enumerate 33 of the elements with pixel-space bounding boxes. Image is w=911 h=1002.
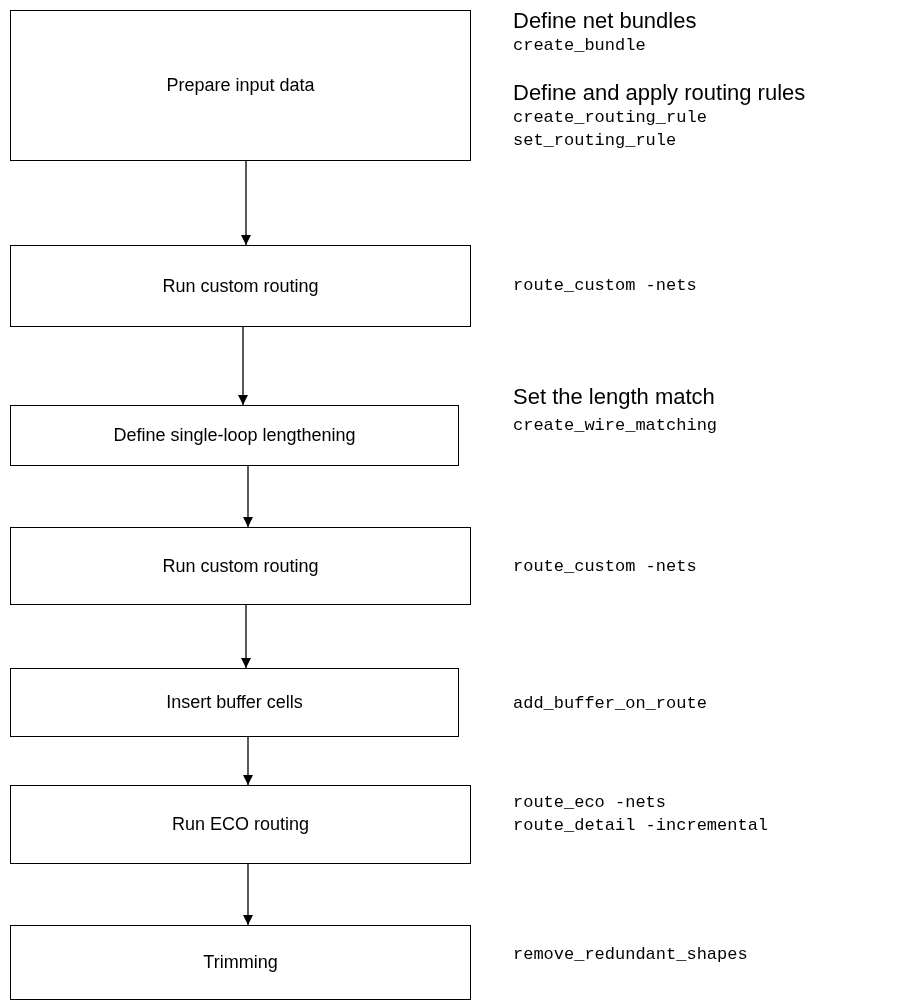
process-box: [10, 245, 471, 327]
process-box: [10, 925, 471, 1000]
command-text: route_custom -nets: [513, 276, 697, 295]
step-label: Run ECO routing: [171, 814, 310, 835]
process-box: [10, 785, 471, 864]
arrow: [241, 604, 251, 669]
step-label: Run custom routing: [162, 275, 319, 297]
command-text: remove_redundant_shapes: [513, 945, 748, 964]
step-label: Prepare input data: [166, 75, 315, 96]
arrow: [243, 863, 253, 926]
arrow: [238, 326, 248, 406]
process-box: [10, 405, 459, 466]
process-box: [10, 10, 471, 161]
step-label: Insert buffer cells: [166, 692, 303, 713]
command-text: create_bundle: [513, 36, 646, 55]
step-description: Define net bundles: [513, 8, 697, 34]
process-box: [10, 668, 459, 737]
step-label: Trimming: [203, 952, 278, 973]
step-description: Define and apply routing rules: [513, 80, 806, 106]
arrow: [243, 465, 253, 528]
command-text: create_wire_matching: [513, 416, 718, 435]
command-text: add_buffer_on_route: [513, 694, 707, 713]
command-text: route_detail -incremental: [513, 816, 769, 835]
process-box: [10, 527, 471, 605]
command-text: route_eco -nets: [513, 793, 667, 812]
step-label: Run custom routing: [162, 555, 319, 577]
command-text: create_routing_rule: [513, 108, 707, 127]
step-label: Define single-loop lengthening: [113, 425, 356, 446]
command-text: route_custom -nets: [513, 557, 697, 576]
command-text: set_routing_rule: [513, 131, 677, 150]
arrow: [241, 160, 251, 246]
step-description: Set the length match: [513, 384, 715, 410]
arrow: [243, 736, 253, 786]
